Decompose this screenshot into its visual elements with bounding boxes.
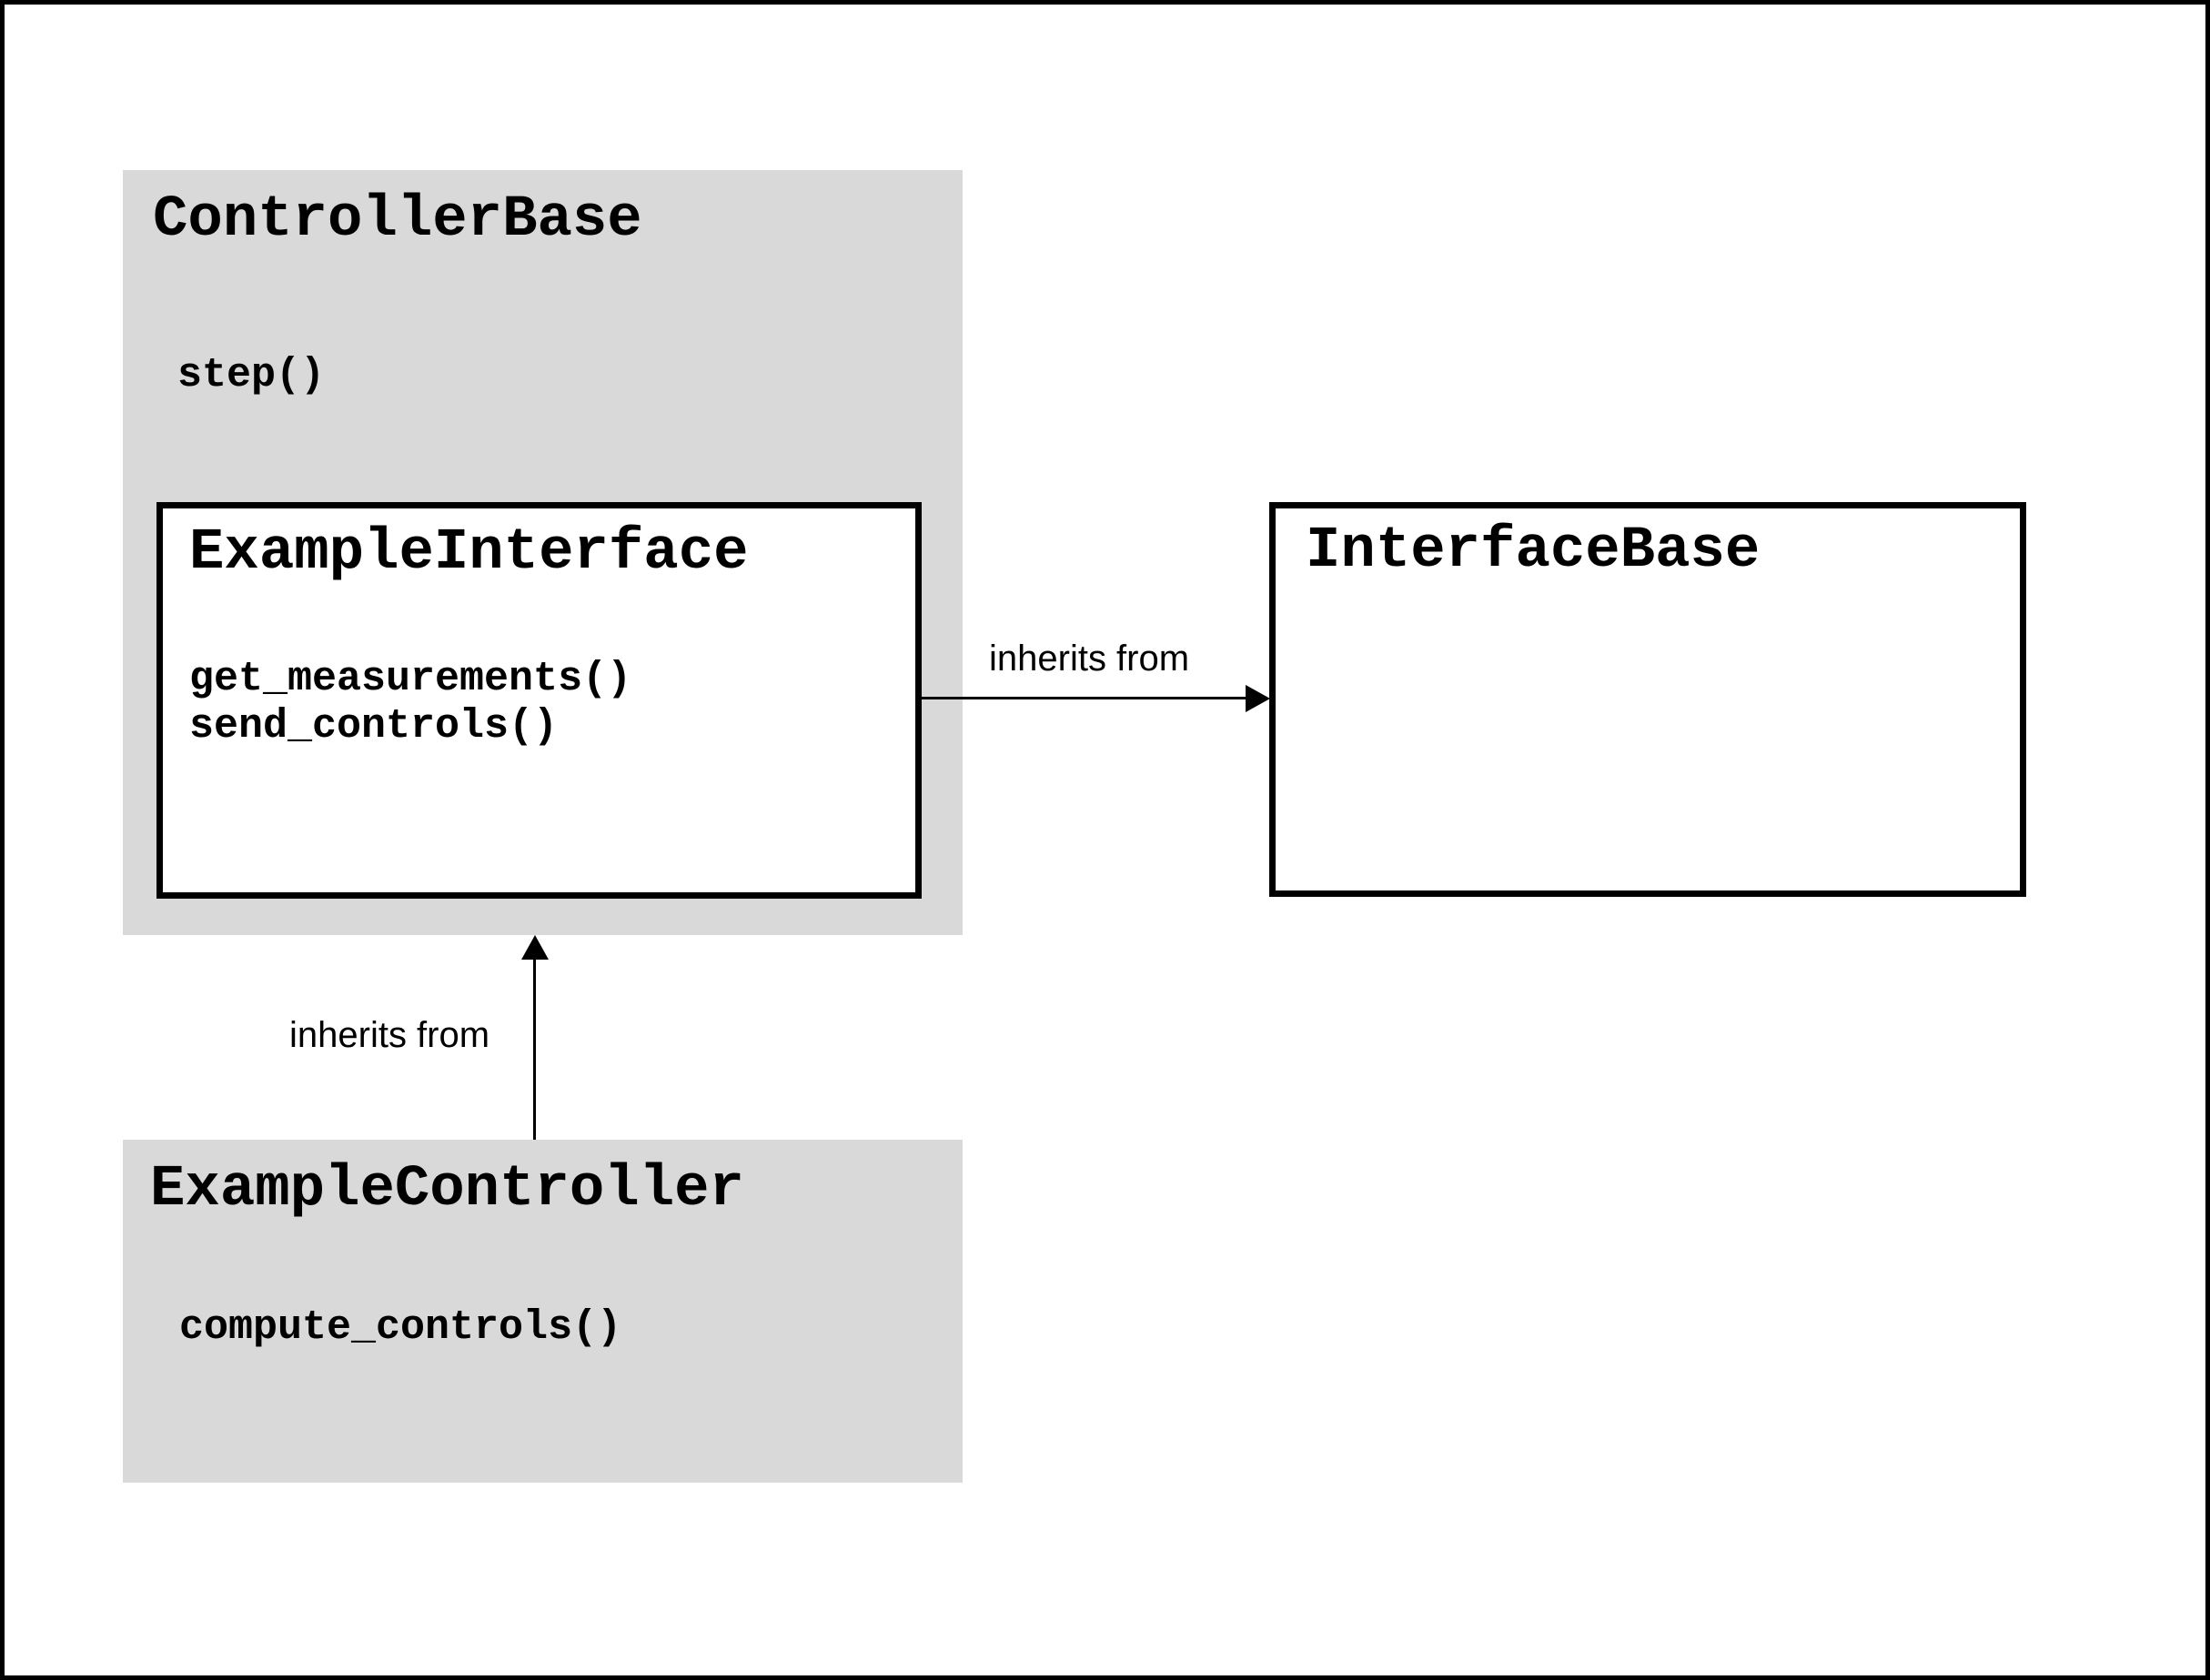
inheritance-arrow-line-vertical: [533, 959, 536, 1140]
class-title-interfacebase: InterfaceBase: [1306, 518, 1761, 584]
class-method-step: step(): [177, 352, 326, 398]
class-method-send-controls: send_controls(): [189, 703, 559, 749]
class-box-exampleinterface: ExampleInterface get_measurements() send…: [156, 502, 922, 899]
class-box-examplecontroller: ExampleController compute_controls(): [123, 1140, 963, 1483]
inheritance-label-vertical: inherits from: [289, 1015, 490, 1055]
class-method-list: get_measurements() send_controls(): [189, 656, 631, 750]
class-method-compute-controls: compute_controls(): [179, 1304, 622, 1351]
arrowhead-right-icon: [1246, 685, 1270, 712]
class-title-examplecontroller: ExampleController: [150, 1157, 744, 1222]
inheritance-arrow-line-horizontal: [922, 697, 1246, 699]
class-title-exampleinterface: ExampleInterface: [189, 520, 749, 586]
class-title-controllerbase: ControllerBase: [153, 187, 642, 253]
class-method-get-measurements: get_measurements(): [189, 656, 632, 702]
class-box-interfacebase: InterfaceBase: [1269, 502, 2026, 897]
arrowhead-up-icon: [521, 935, 549, 960]
inheritance-label-horizontal: inherits from: [989, 639, 1190, 679]
